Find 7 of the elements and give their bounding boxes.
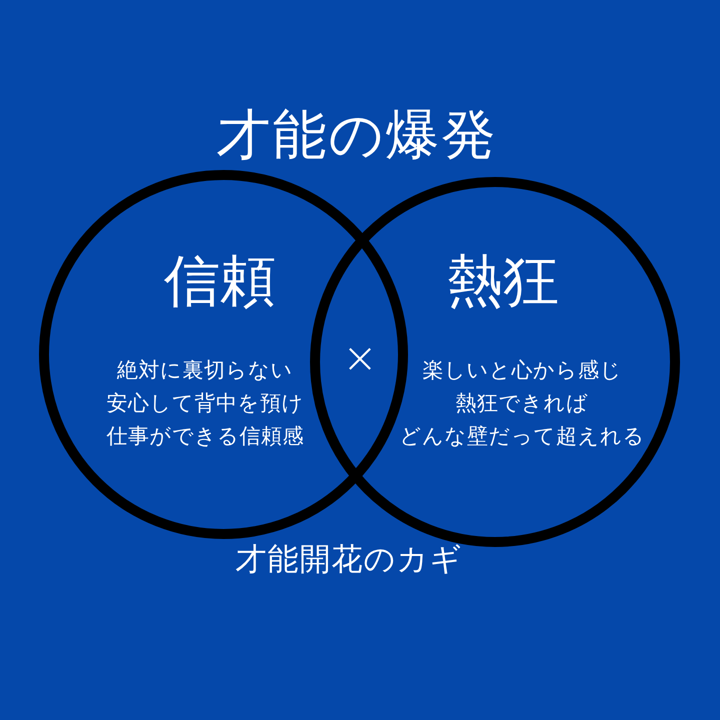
diagram-title: 才能の爆発 — [216, 108, 498, 162]
circle-heading: 熱狂 — [447, 254, 559, 310]
circle-heading: 信頼 — [164, 254, 276, 310]
caption: 才能開花のカギ — [236, 544, 462, 576]
circle-description: 楽しいと心から感じ熱狂できればどんな壁だって超えれる — [399, 357, 645, 450]
multiply-sign: × — [342, 337, 378, 379]
circle-description: 絶対に裏切らない安心して背中を預け仕事ができる信頼感 — [106, 357, 304, 450]
